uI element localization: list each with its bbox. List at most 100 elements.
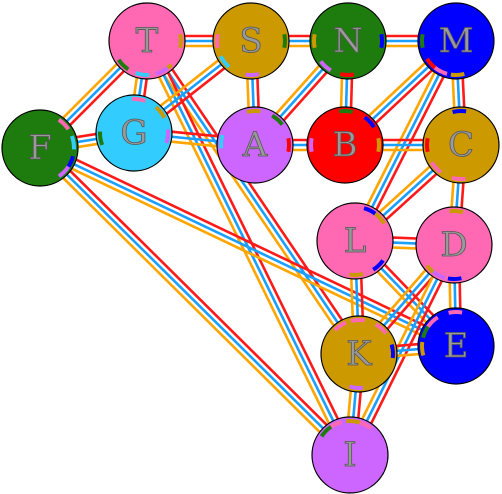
node-circle [320,315,398,393]
node-port-marker [245,72,260,77]
node-circle [1,109,79,187]
node-port-marker [98,131,105,146]
node-circle [311,416,389,494]
node-port-marker [116,58,130,72]
node-port-marker [131,97,147,103]
node-circle [306,106,384,184]
node-circle [415,206,493,284]
node-port-marker [389,343,395,359]
node-label: A [242,125,268,165]
edge-F-I [35,143,355,460]
node-port-marker [319,425,333,438]
node-circle [417,2,495,80]
node-port-marker [349,272,364,277]
node-port-marker [309,137,314,153]
edge-strand [39,147,351,456]
node-port-marker [374,322,388,335]
node-port-marker [339,72,355,77]
node-port-marker [386,235,391,250]
node-port-marker [155,66,169,76]
node-port-marker [134,71,150,77]
node-port-marker [164,129,170,144]
node-port-marker [420,341,426,357]
node-label: F [28,128,52,168]
edge-strand [353,246,460,458]
node-port-marker [448,310,463,315]
node-G[interactable]: G [95,94,173,172]
node-port-marker [271,113,284,126]
node-port-marker [350,318,365,323]
node-S[interactable]: S [212,2,290,80]
node-circle [316,202,394,280]
node-circle [95,94,173,172]
node-port-marker [449,209,464,215]
node-port-marker [338,109,354,114]
node-port-marker [348,384,363,390]
node-I[interactable]: I [311,416,389,494]
node-circle [309,2,387,80]
node-label: G [120,113,147,153]
node-port-marker [431,270,446,280]
node-port-marker [379,33,384,49]
node-port-marker [376,137,381,153]
node-port-marker [420,33,425,49]
edges-layer [35,34,468,460]
edge-strand [344,242,451,454]
node-port-marker [451,175,466,181]
node-port-marker [426,315,439,328]
node-port-marker [178,33,183,49]
node-port-marker [218,55,231,69]
node-M[interactable]: M [417,2,495,80]
node-port-marker [450,72,465,77]
node-label: B [333,125,358,165]
node-label: D [440,225,467,265]
node-port-marker [333,320,347,332]
edge-strand [35,150,348,460]
node-label: L [344,221,367,261]
node-label: E [444,326,469,366]
node-N[interactable]: N [309,2,387,80]
node-port-marker [286,137,291,153]
node-D[interactable]: D [415,206,493,284]
node-port-marker [373,212,386,225]
node-port-marker [219,134,225,149]
node-port-marker [154,105,167,119]
node-port-marker [430,161,443,174]
node-port-marker [215,33,220,49]
node-port-marker [363,115,376,129]
edge-strand [145,40,361,355]
node-label: N [333,21,363,61]
node-K[interactable]: K [320,315,398,393]
node-circle [216,106,294,184]
node-port-marker [433,66,448,76]
node-port-marker [372,259,385,272]
node-port-marker [57,117,71,131]
node-label: M [439,21,474,61]
node-circle [417,307,495,385]
edge-strand [42,143,355,453]
node-C[interactable]: C [422,106,500,184]
node-E[interactable]: E [417,307,495,385]
node-circle [422,106,500,184]
node-port-marker [319,60,332,73]
node-label: C [448,125,474,165]
edge-strand [150,38,356,454]
edge-strand [41,142,459,343]
node-port-marker [418,236,423,251]
node-A[interactable]: A [216,106,294,184]
node-circle [108,2,186,80]
node-port-marker [282,33,287,49]
node-F[interactable]: F [1,109,79,187]
node-label: S [239,21,262,61]
node-B[interactable]: B [306,106,384,184]
node-port-marker [69,135,76,150]
node-L[interactable]: L [316,202,394,280]
node-port-marker [425,137,430,153]
node-label: K [346,334,372,374]
node-T[interactable]: T [108,2,186,80]
node-port-marker [346,419,361,425]
node-circle [212,2,290,80]
node-label: I [343,435,356,475]
